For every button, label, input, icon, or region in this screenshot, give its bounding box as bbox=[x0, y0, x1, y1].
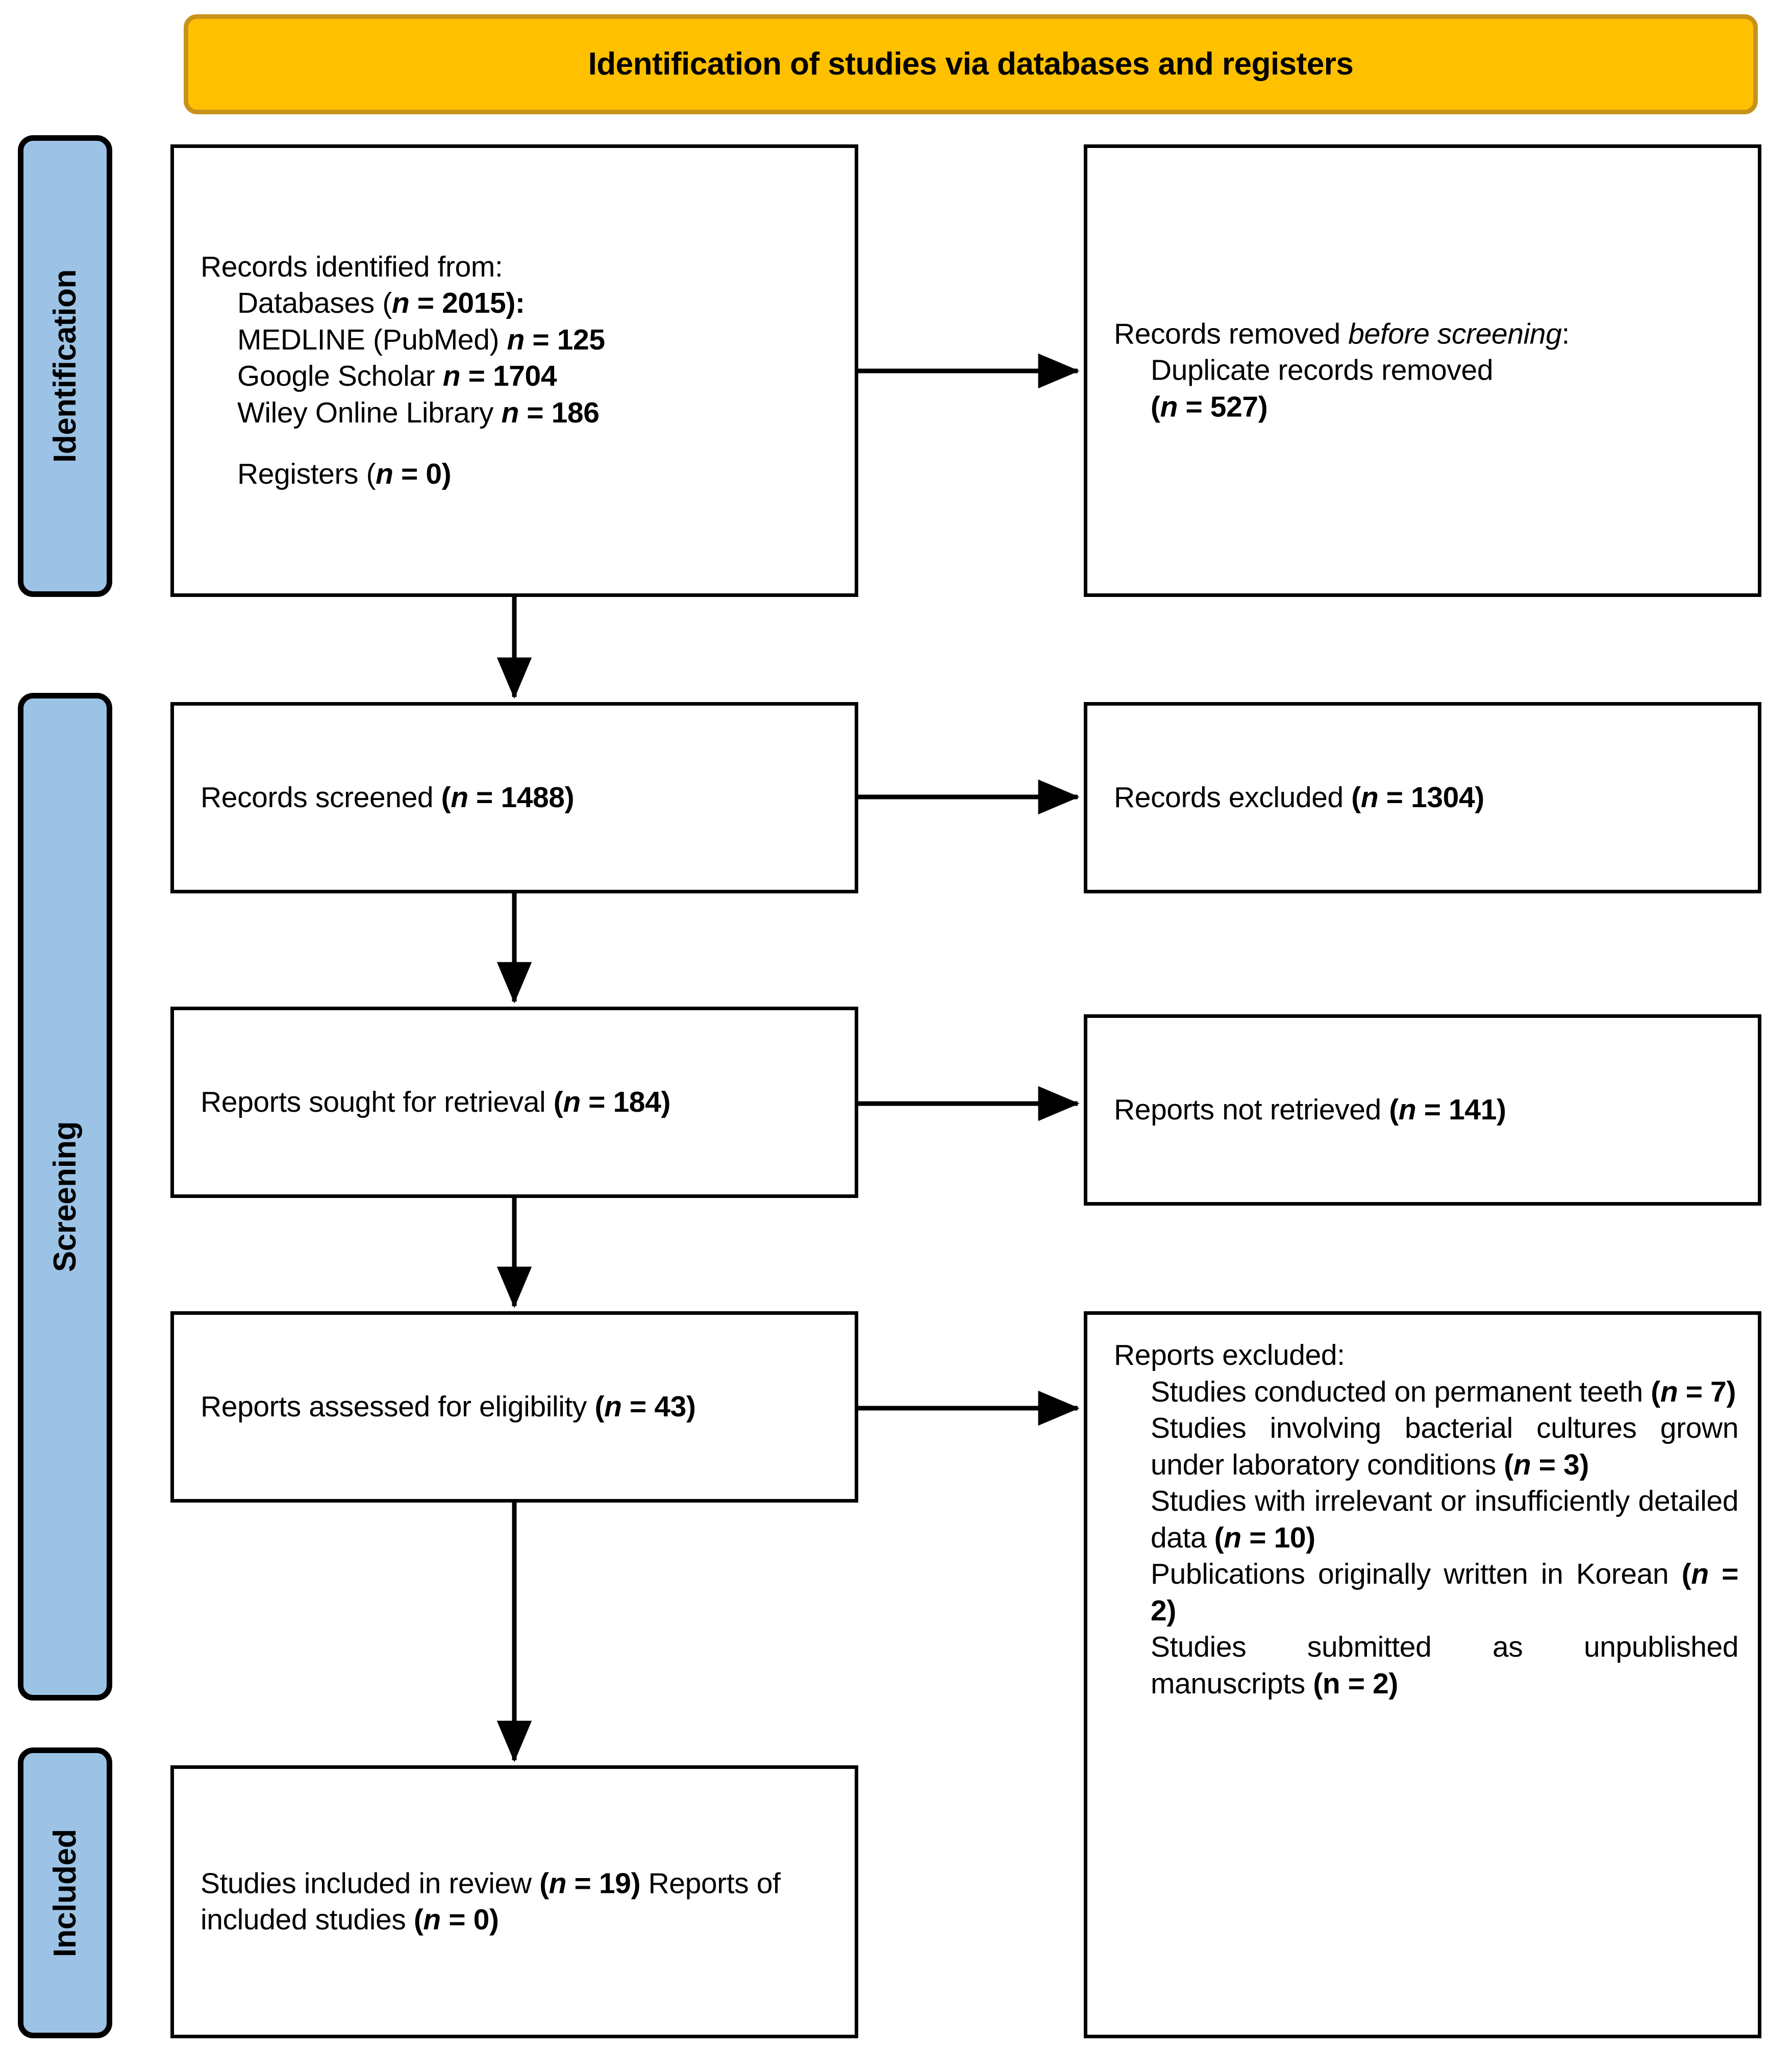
records-identified-line-wiley: Wiley Online Library n = 186 bbox=[237, 396, 600, 429]
box-reports-sought: Reports sought for retrieval (n = 184) bbox=[170, 1007, 858, 1198]
records-identified-line-google-scholar: Google Scholar n = 1704 bbox=[237, 360, 557, 393]
reports-not-retrieved-title: Reports not retrieved bbox=[1114, 1093, 1381, 1126]
banner-title: Identification of studies via databases … bbox=[588, 46, 1354, 82]
reports-excluded-reason-4: Publications originally written in Korea… bbox=[1151, 1558, 1738, 1627]
box-records-removed: Records removed before screening: Duplic… bbox=[1084, 144, 1761, 597]
reports-of-included-count: (n = 0) bbox=[413, 1903, 499, 1936]
stage-label-included-text: Included bbox=[47, 1829, 83, 1957]
stage-label-identification: Identification bbox=[18, 135, 112, 597]
reports-not-retrieved-count: (n = 141) bbox=[1389, 1093, 1506, 1126]
reports-sought-title: Reports sought for retrieval bbox=[201, 1085, 546, 1118]
stage-label-screening: Screening bbox=[18, 693, 112, 1701]
records-excluded-count: (n = 1304) bbox=[1351, 781, 1484, 814]
records-removed-item: Duplicate records removed bbox=[1151, 354, 1494, 387]
box-records-identified: Records identified from: Databases (n = … bbox=[170, 144, 858, 597]
reports-assessed-title: Reports assessed for eligibility bbox=[201, 1390, 587, 1423]
records-identified-line-medline: MEDLINE (PubMed) n = 125 bbox=[237, 323, 605, 356]
reports-excluded-reason-1: Studies conducted on permanent teeth (n … bbox=[1151, 1375, 1736, 1408]
stage-label-identification-text: Identification bbox=[47, 269, 83, 463]
reports-excluded-heading: Reports excluded: bbox=[1114, 1339, 1345, 1371]
box-records-screened: Records screened (n = 1488) bbox=[170, 702, 858, 893]
reports-excluded-reason-3: Studies with irrelevant or insufficientl… bbox=[1151, 1485, 1738, 1554]
reports-sought-count: (n = 184) bbox=[553, 1085, 671, 1118]
reports-assessed-count: (n = 43) bbox=[594, 1390, 696, 1423]
records-identified-heading: Records identified from: bbox=[201, 250, 503, 283]
records-identified-line-registers: Registers (n = 0) bbox=[237, 457, 452, 490]
box-studies-included: Studies included in review (n = 19) Repo… bbox=[170, 1765, 858, 2038]
diagram-header-banner: Identification of studies via databases … bbox=[184, 14, 1758, 114]
records-screened-count: (n = 1488) bbox=[441, 781, 575, 814]
studies-included-title: Studies included in review bbox=[201, 1866, 532, 1900]
records-removed-heading: Records removed before screening: bbox=[1114, 317, 1570, 351]
records-excluded-title: Records excluded bbox=[1114, 781, 1343, 814]
box-reports-not-retrieved: Reports not retrieved (n = 141) bbox=[1084, 1014, 1761, 1206]
reports-excluded-reason-5: Studies submitted as unpublished manuscr… bbox=[1151, 1631, 1738, 1700]
box-records-excluded: Records excluded (n = 1304) bbox=[1084, 702, 1761, 893]
records-identified-line-databases: Databases (n = 2015): bbox=[237, 287, 525, 320]
box-reports-assessed: Reports assessed for eligibility (n = 43… bbox=[170, 1311, 858, 1503]
records-removed-count: (n = 527) bbox=[1151, 390, 1268, 423]
studies-included-count: (n = 19) bbox=[539, 1866, 641, 1900]
reports-excluded-reason-2: Studies involving bacterial cultures gro… bbox=[1151, 1412, 1738, 1481]
records-screened-title: Records screened bbox=[201, 781, 434, 814]
records-identified-spacer bbox=[201, 431, 835, 456]
box-reports-excluded-reasons: Reports excluded: Studies conducted on p… bbox=[1084, 1311, 1761, 2038]
stage-label-included: Included bbox=[18, 1747, 112, 2038]
stage-label-screening-text: Screening bbox=[47, 1121, 83, 1272]
reports-of-included-title: Reports of included studies bbox=[201, 1866, 781, 1936]
